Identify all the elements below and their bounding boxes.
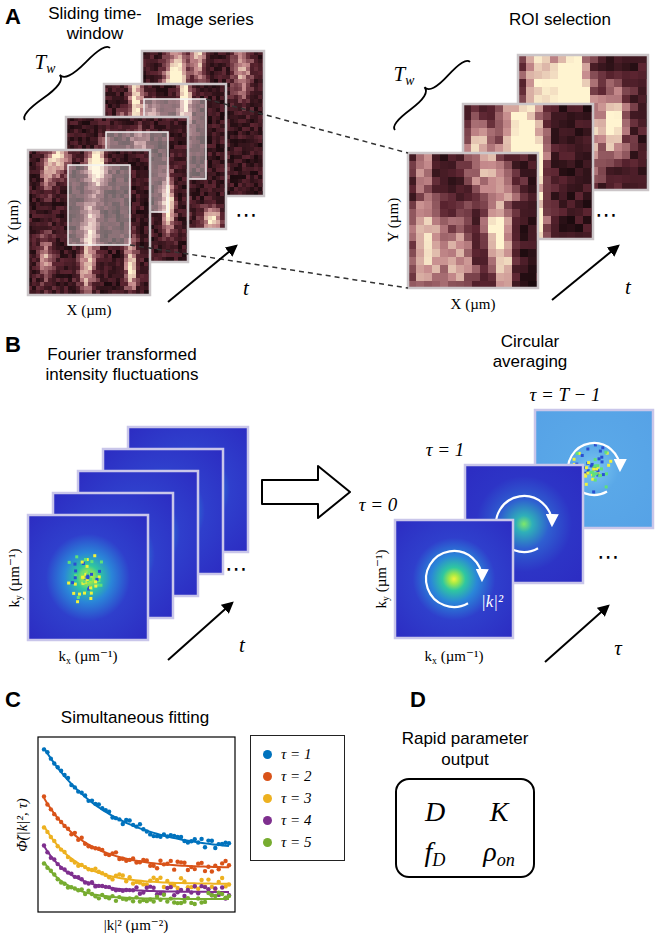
figure: ASliding time-windowTwImage seriesROI se… bbox=[0, 0, 663, 937]
